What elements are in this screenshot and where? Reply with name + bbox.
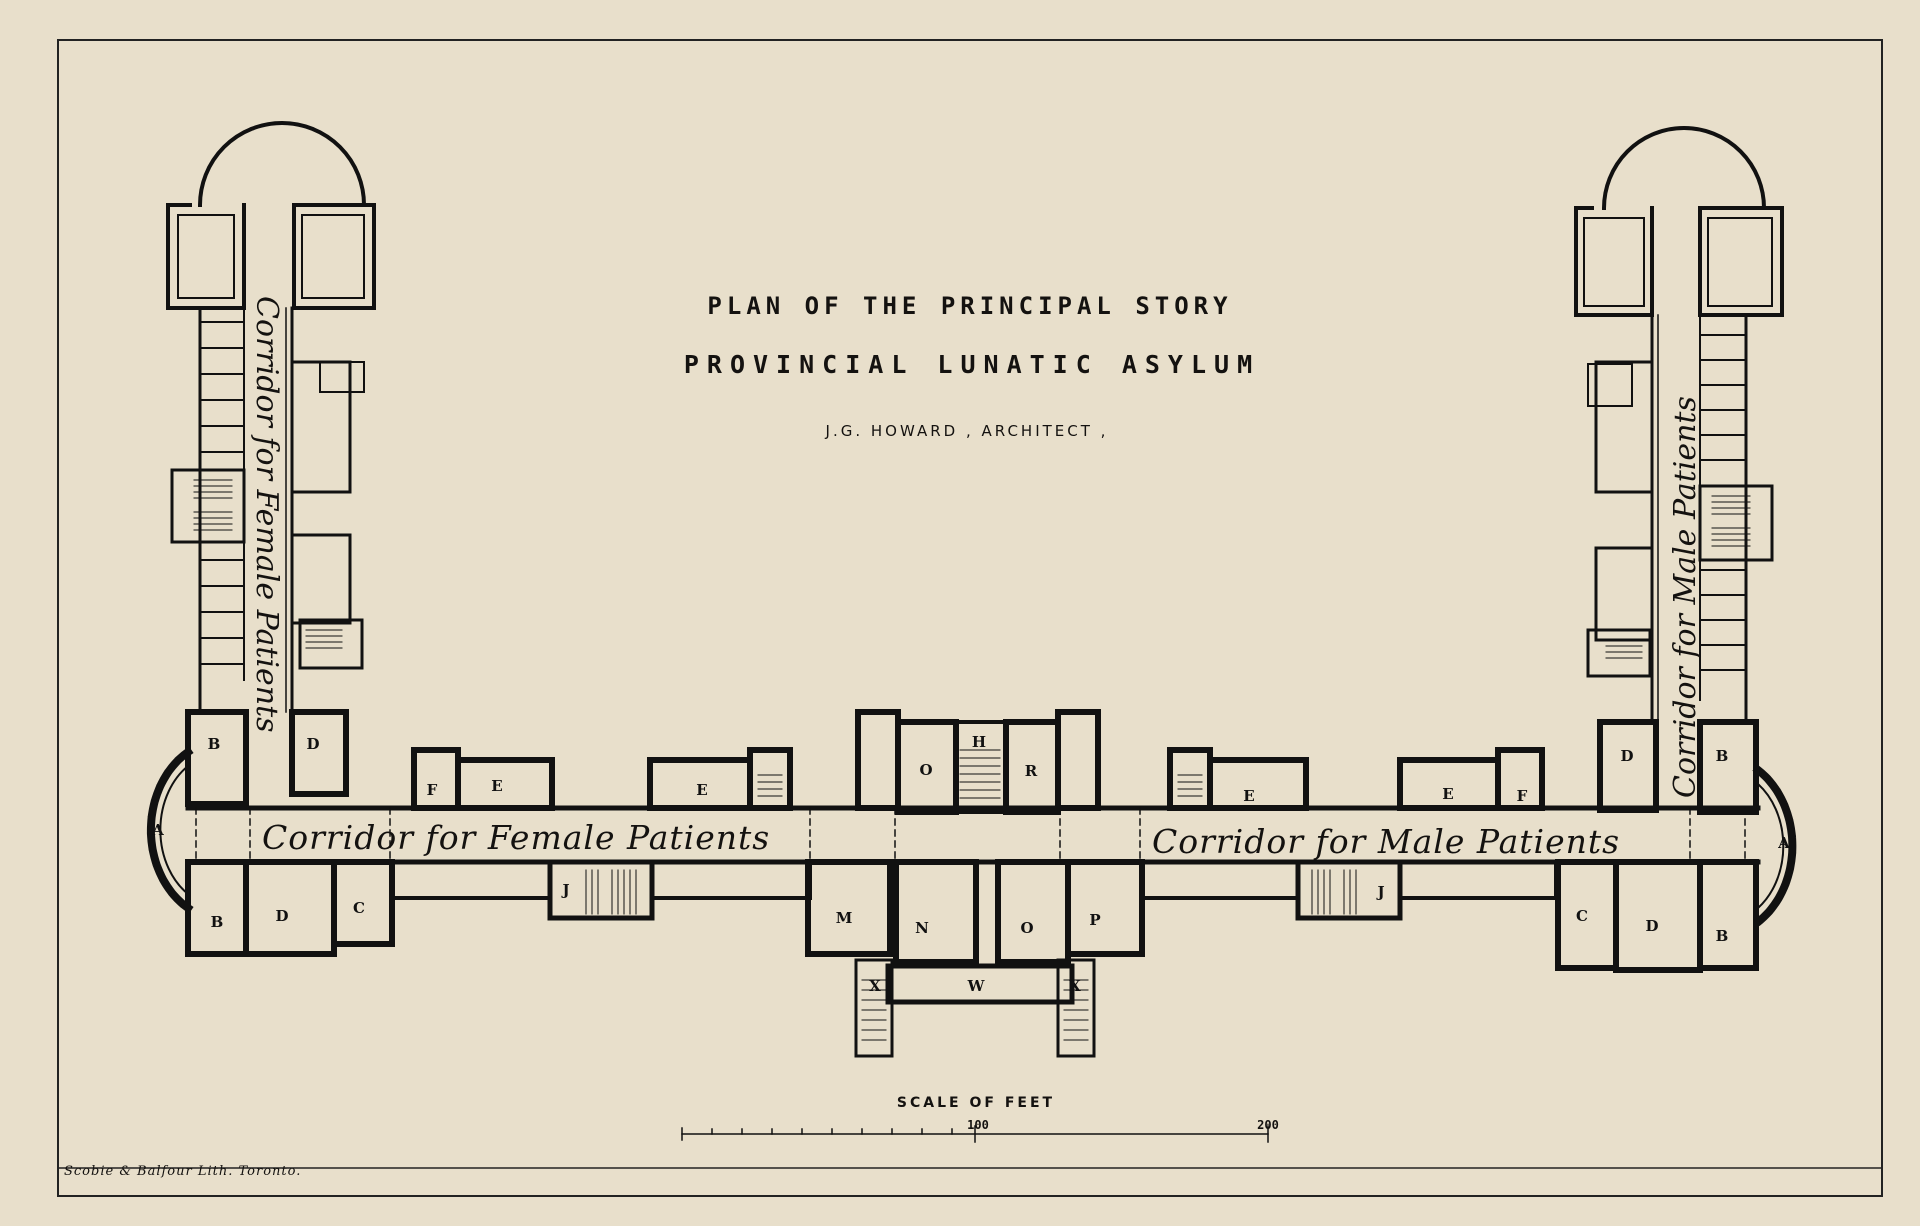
room-label-o: O [919,761,933,779]
scale-200: 200 [1257,1118,1279,1132]
female-wing [166,121,376,807]
room-label-x: X [869,977,881,995]
room-label-f: F [426,781,438,799]
plan-title: PLAN OF THE PRINCIPAL STORY [707,292,1233,320]
room-label-r: R [1024,762,1038,780]
room-label-p: P [1089,911,1101,929]
room-label-x: X [1069,977,1081,995]
scale-100: 100 [967,1118,989,1132]
room-label-d: D [1645,917,1659,935]
scale-bar [681,1125,1269,1143]
room-label-n: N [915,919,929,937]
corridor-label-male-main: Corridor for Male Patients [1152,822,1621,861]
room-label-d: D [1620,747,1634,765]
room-label-d: D [306,735,320,753]
corridor-label-female-wing: Corridor for Female Patients [249,296,284,733]
room-label-e: E [491,777,503,795]
corridor-label-female-main: Corridor for Female Patients [262,818,771,857]
room-label-b: B [1715,927,1729,945]
room-label-o-lower: O [1020,919,1034,937]
building-name: PROVINCIAL LUNATIC ASYLUM [683,350,1261,379]
room-label-f: F [1516,787,1528,805]
corridor-label-male-wing: Corridor for Male Patients [1668,396,1703,798]
room-label-e: E [696,781,708,799]
room-label-b: B [207,735,221,753]
room-label-a-right: A [1778,834,1790,852]
plate-border [57,39,1883,1197]
room-label-h: H [971,733,987,751]
room-label-j: J [1377,883,1385,901]
room-label-m: M [835,909,853,927]
building-plan [146,121,1797,1143]
room-label-e: E [1442,785,1454,803]
scale-label: SCALE OF FEET [896,1095,1056,1111]
room-label-c: C [1576,907,1588,925]
room-label-a-left: A [152,821,164,839]
male-wing [1574,126,1784,815]
room-label-d: D [275,907,289,925]
room-label-b: B [1715,747,1729,765]
room-label-c: C [353,899,365,917]
room-label-j: J [562,881,570,899]
architect-credit: J.G. HOWARD , ARCHITECT , [825,422,1109,440]
room-label-e: E [1243,787,1255,805]
room-label-b: B [210,913,224,931]
centre-block [805,709,1145,1058]
lithographer-credit: Scobie & Balfour Lith. Toronto. [64,1164,302,1179]
room-label-w: W [967,977,985,995]
